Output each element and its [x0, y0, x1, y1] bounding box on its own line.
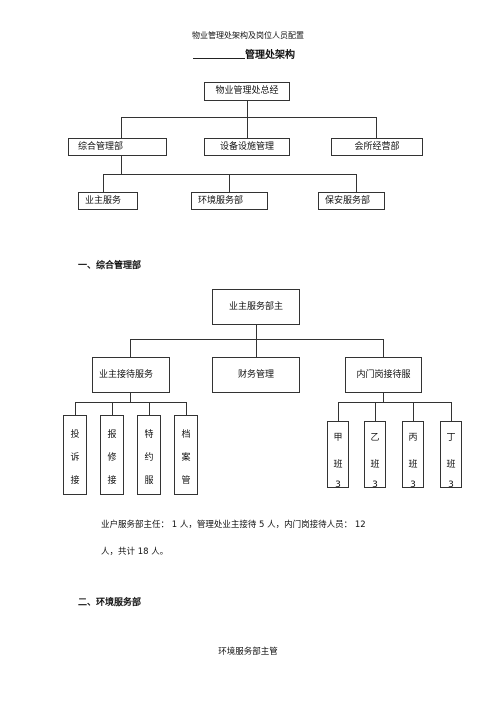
connector — [130, 393, 131, 402]
org-node-facilities: 设备设施管理 — [204, 138, 290, 156]
vchar: 丁 — [446, 433, 456, 443]
connector — [338, 402, 451, 403]
connector — [130, 339, 131, 357]
org-node-shift-d: 丁 班 3 — [440, 421, 462, 488]
vchar: 班 — [446, 460, 456, 470]
vchar: 丙 — [408, 433, 418, 443]
title-blank-line — [193, 46, 245, 59]
org-node-general-management: 综合管理部 — [68, 138, 167, 156]
vchar: 修 — [107, 453, 117, 463]
connector — [149, 402, 150, 415]
connector — [103, 174, 104, 192]
connector — [256, 339, 257, 357]
connector — [375, 402, 376, 421]
connector — [413, 402, 414, 421]
org-node-owner-service: 业主服务 — [78, 192, 138, 210]
vchar: 案 — [181, 453, 191, 463]
connector — [256, 325, 257, 339]
org-node-shift-c: 丙 班 3 — [402, 421, 424, 488]
org-node-environment: 环境服务部 — [191, 192, 268, 210]
vchar: 特 — [144, 430, 154, 440]
vchar: 班 — [333, 460, 343, 470]
section-2-subtitle: 环境服务部主管 — [218, 647, 278, 657]
connector — [229, 174, 230, 192]
vchar: 乙 — [370, 433, 380, 443]
org-node-repairs: 报 修 接 — [100, 415, 124, 495]
org-node-clubhouse: 会所经营部 — [331, 138, 423, 156]
vchar: 接 — [70, 476, 80, 486]
connector — [356, 174, 357, 192]
org-node-reception: 业主接待服务 — [92, 357, 170, 393]
vchar: 接 — [107, 476, 117, 486]
connector — [121, 117, 376, 118]
staffing-text-line-2: 人，共计 18 人。 — [101, 547, 169, 557]
connector — [376, 117, 377, 138]
connector — [338, 402, 339, 421]
connector — [121, 156, 122, 174]
section-heading-2: 二、环境服务部 — [78, 598, 142, 608]
vchar: 报 — [107, 430, 117, 440]
connector — [112, 402, 113, 415]
vchar: 3 — [372, 480, 378, 488]
connector — [186, 402, 187, 415]
org-node-special-service: 特 约 服 — [137, 415, 161, 495]
running-header: 物业管理处架构及岗位人员配置 — [192, 31, 304, 40]
org-node-shift-b: 乙 班 3 — [364, 421, 386, 488]
vchar: 档 — [181, 430, 191, 440]
connector — [451, 402, 452, 421]
org-node-security: 保安服务部 — [318, 192, 385, 210]
connector — [383, 339, 384, 357]
org-node-shift-a: 甲 班 3 — [327, 421, 349, 488]
vchar: 甲 — [333, 433, 343, 443]
page-title: 管理处架构 — [245, 50, 295, 61]
vchar: 班 — [408, 460, 418, 470]
connector — [121, 117, 122, 138]
org-node-owner-service-head: 业主服务部主 — [212, 289, 300, 325]
org-node-archives: 档 案 管 — [174, 415, 198, 495]
vchar: 3 — [448, 480, 454, 488]
vchar: 管 — [181, 476, 191, 486]
vchar: 诉 — [70, 453, 80, 463]
connector — [247, 101, 248, 117]
section-heading-1: 一、综合管理部 — [78, 261, 142, 271]
org-node-finance: 财务管理 — [212, 357, 300, 393]
org-node-general-manager: 物业管理处总经 — [204, 82, 290, 101]
connector — [75, 402, 186, 403]
vchar: 约 — [144, 453, 154, 463]
vchar: 班 — [370, 460, 380, 470]
connector — [75, 402, 76, 415]
org-node-complaints: 投 诉 接 — [63, 415, 87, 495]
org-node-gate-reception: 内门岗接待服 — [345, 357, 422, 393]
vchar: 3 — [410, 480, 416, 488]
connector — [383, 393, 384, 402]
vchar: 服 — [144, 476, 154, 486]
vchar: 3 — [335, 480, 341, 488]
staffing-text-line-1: 业户服务部主任： 1 人，管理处业主接待 5 人，内门岗接待人员： 12 — [101, 520, 366, 530]
connector — [247, 117, 248, 138]
vchar: 投 — [70, 430, 80, 440]
